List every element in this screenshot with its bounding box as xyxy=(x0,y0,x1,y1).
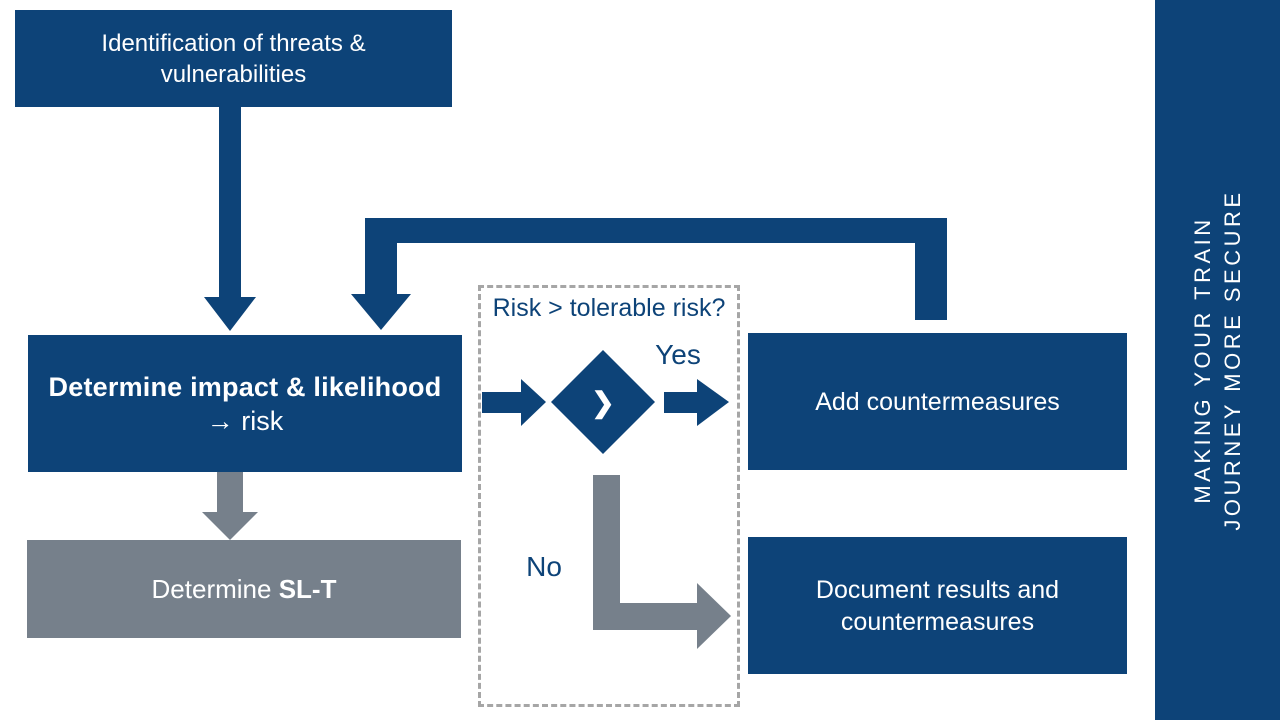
flow-box-determine-impact-line1: Determine impact & likelihood xyxy=(48,371,442,402)
decision-no-label: No xyxy=(526,551,562,582)
sidebar-tagline: MAKING YOUR TRAIN JOURNEY MORE SECURE xyxy=(1188,189,1248,530)
flow-box-determine-slt: Determine SL-T xyxy=(27,540,461,638)
decision-question-label: Risk > tolerable risk? xyxy=(492,294,726,322)
flow-box-document-results: Document results and countermeasures xyxy=(748,537,1127,674)
decision-yes-label: Yes xyxy=(655,339,701,370)
flow-box-determine-slt-label: Determine SL-T xyxy=(151,573,337,604)
flow-box-document-results-label: Document results and countermeasures xyxy=(815,575,1060,636)
flow-box-determine-impact: Determine impact & likelihood → risk xyxy=(28,335,462,472)
sidebar-brand-band: MAKING YOUR TRAIN JOURNEY MORE SECURE xyxy=(1155,0,1280,720)
sidebar-tagline-line1: MAKING YOUR TRAIN xyxy=(1189,216,1215,504)
greater-than-icon: ❯ xyxy=(591,386,615,418)
arrow-impact-to-slt xyxy=(202,472,258,540)
flow-box-identification-label: Identification of threats & vulnerabilit… xyxy=(101,29,366,88)
flow-box-identification: Identification of threats & vulnerabilit… xyxy=(15,10,452,107)
flow-box-add-countermeasures: Add countermeasures xyxy=(748,333,1127,470)
arrow-identify-to-impact xyxy=(204,107,256,331)
decision-dashed-frame xyxy=(478,285,740,707)
flow-box-add-countermeasures-label: Add countermeasures xyxy=(815,387,1060,416)
flow-box-determine-impact-line2: → risk xyxy=(206,405,284,436)
sidebar-tagline-line2: JOURNEY MORE SECURE xyxy=(1219,189,1245,531)
